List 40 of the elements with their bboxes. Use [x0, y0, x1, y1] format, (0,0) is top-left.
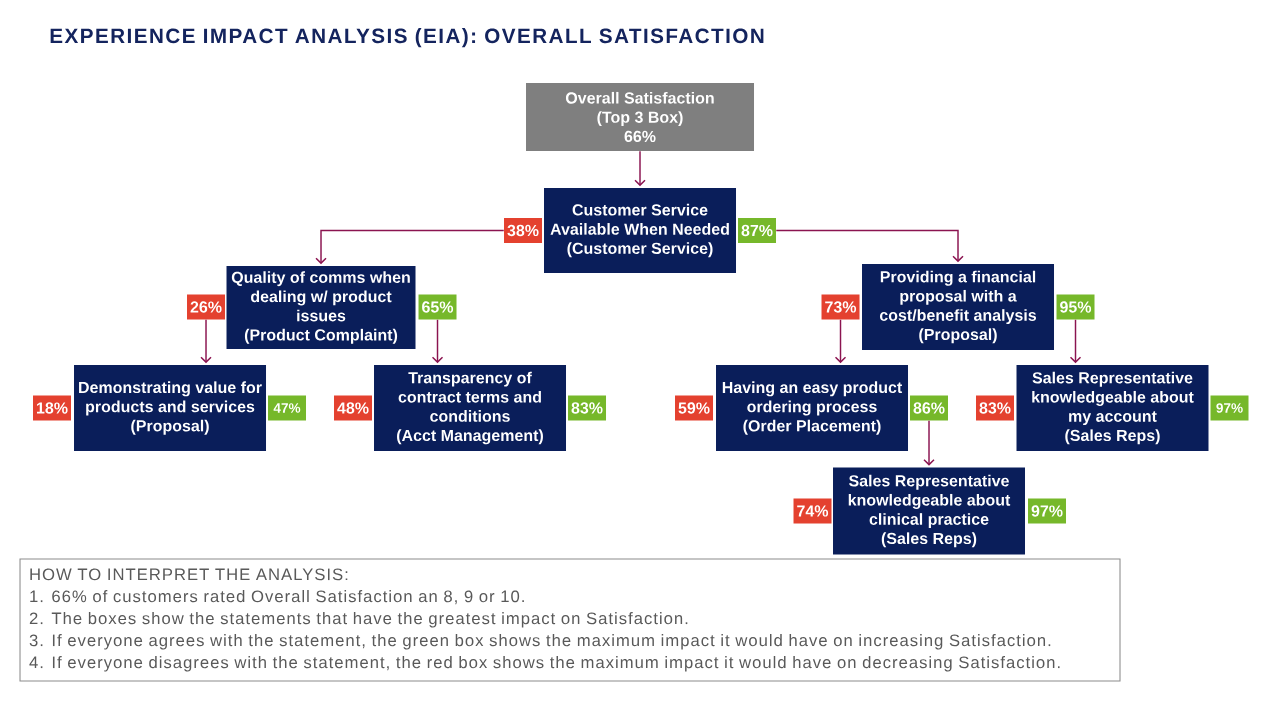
note-item: 2. The boxes show the statements that have the greatest impact on Satisfaction.: [29, 612, 688, 628]
percent-badge: 97%: [1028, 498, 1066, 524]
percent-badge: 83%: [568, 395, 606, 421]
arrow: [923, 420, 935, 466]
summary-box: Overall Satisfaction (Top 3 Box) 66%: [526, 83, 754, 151]
statement-box: Demonstrating value for products and services (Proposal): [74, 365, 266, 451]
arrow: [200, 319, 212, 364]
statement-box: Having an easy product ordering process (Order Placement): [716, 365, 908, 451]
statement-box: Quality of comms when dealing w/ product issues (Product Complaint): [226, 266, 416, 349]
statement-box: Sales Representative knowledgeable about my account (Sales Reps): [1016, 365, 1209, 451]
arrow: [1069, 319, 1082, 364]
percent-badge: 87%: [738, 218, 776, 243]
percent-badge: 86%: [910, 395, 948, 421]
percent-badge: 74%: [793, 498, 832, 524]
percent-badge: 83%: [976, 395, 1014, 421]
note-item: 1. 66% of customers rated Overall Satisfaction an 8, 9 or 10.: [30, 590, 524, 605]
notes-box: [19, 558, 1121, 682]
statement-box: Customer Service Available When Needed (Customer Service): [544, 188, 736, 273]
percent-badge: 48%: [334, 395, 372, 421]
title: EXPERIENCE IMPACT ANALYSIS (EIA): OVERALL SATISFACTION: [50, 28, 764, 48]
arrow: [775, 229, 964, 263]
percent-badge: 26%: [187, 294, 225, 320]
statement-box: Providing a financial proposal with a cost/benefit analysis (Proposal): [862, 264, 1054, 350]
statement-box: Sales Representative knowledgeable about clinical practice (Sales Reps): [833, 467, 1025, 555]
arrow: [315, 229, 505, 265]
note-item: 4. If everyone disagrees with the statement, the red box shows the maximum impact it would have on decreasing Satisfaction.: [29, 656, 1060, 672]
percent-badge: 97%: [1210, 395, 1249, 421]
note-item: 3. If everyone agrees with the statement, the green box shows the maximum impact it would have on increasing Satisfaction.: [29, 634, 1051, 650]
arrow: [634, 150, 646, 187]
percent-badge: 18%: [33, 395, 71, 421]
percent-badge: 47%: [268, 395, 306, 421]
percent-badge: 95%: [1056, 294, 1095, 320]
percent-badge: 73%: [821, 294, 860, 320]
arrow: [834, 319, 847, 364]
arrow: [431, 319, 444, 364]
statement-box: Transparency of contract terms and conditions (Acct Management): [374, 365, 566, 451]
percent-badge: 38%: [504, 218, 542, 243]
note-heading: HOW TO INTERPRET THE ANALYSIS:: [30, 568, 348, 581]
percent-badge: 65%: [418, 294, 457, 320]
percent-badge: 59%: [675, 395, 713, 421]
